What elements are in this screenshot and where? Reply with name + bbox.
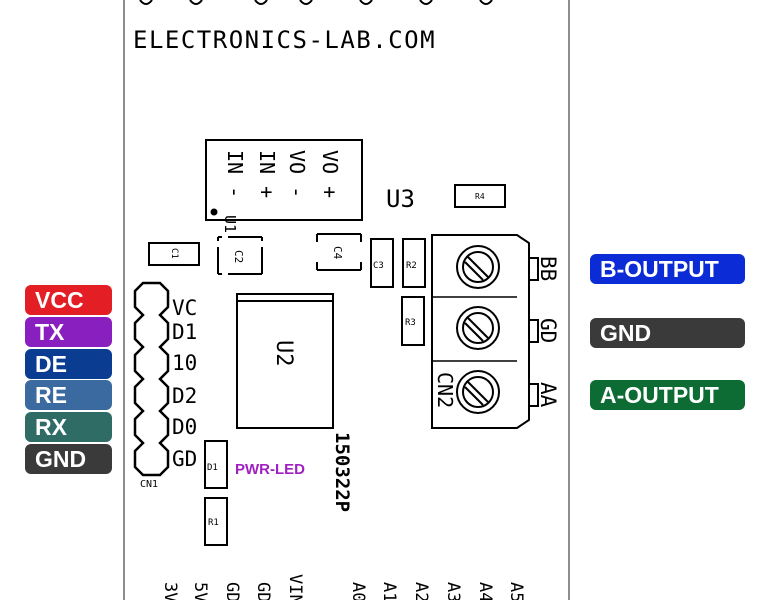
- u1-pin-in-minus: IN -: [223, 150, 247, 198]
- c1-ref: C1: [169, 248, 179, 259]
- cn2-terminal: CN2 BB GD AA: [431, 234, 560, 429]
- cn1-header: CN1 VC D1 10 D2 D0 GD: [133, 281, 197, 490]
- bottom-pin-5v: 5V: [190, 582, 210, 600]
- screw-gnd: [456, 306, 500, 350]
- top-header-pads: [139, 0, 493, 5]
- screw-b: [456, 245, 500, 289]
- r3-resistor: R3: [401, 296, 425, 346]
- cn2-pin-bb: BB: [536, 256, 560, 281]
- bottom-header-labels: 3V 5V GD GD VIN A0 A1 A2 A3 A4 A5: [160, 574, 526, 600]
- u3-ref: U3: [386, 185, 415, 213]
- legend-re: RE: [25, 380, 112, 410]
- brand-text: ELECTRONICS-LAB.COM: [133, 26, 436, 54]
- cn2-pin-gd: GD: [536, 318, 560, 343]
- bottom-pin-a0: A0: [348, 582, 368, 600]
- cn1-pin-vc: VC: [172, 296, 197, 320]
- legend-a-output: A-OUTPUT: [590, 380, 745, 410]
- r3-ref: R3: [405, 318, 416, 328]
- c3-ref: C3: [373, 261, 384, 271]
- cn1-pin-d1: D1: [172, 320, 197, 344]
- legend-b-output: B-OUTPUT: [590, 254, 745, 284]
- c4-ref: C4: [331, 246, 344, 260]
- screw-a: [456, 370, 500, 414]
- legend-vcc: VCC: [25, 285, 112, 315]
- u1-pin-in-plus: IN +: [255, 150, 279, 198]
- d1-led: D1: [204, 440, 228, 489]
- r2-ref: R2: [406, 261, 417, 271]
- u2-chip: U2: [236, 293, 334, 429]
- c3-capacitor: C3: [370, 238, 394, 288]
- cn1-pin-10: 10: [172, 351, 197, 375]
- u1-ref: U1: [221, 215, 239, 233]
- cn1-pin-d0: D0: [172, 415, 197, 439]
- c2-ref: C2: [232, 250, 245, 263]
- r2-resistor: R2: [402, 238, 426, 288]
- bottom-pin-3v: 3V: [160, 582, 180, 600]
- pwr-led-label: PWR-LED: [235, 461, 305, 478]
- bottom-pin-a4: A4: [475, 582, 495, 600]
- bottom-pin-a5: A5: [506, 582, 526, 600]
- cn1-pin-d2: D2: [172, 384, 197, 408]
- bottom-pin-a2: A2: [411, 582, 431, 600]
- r4-ref: R4: [475, 192, 485, 201]
- u2-ref: U2: [271, 340, 296, 367]
- bottom-pin-a3: A3: [443, 582, 463, 600]
- cn1-ref: CN1: [140, 479, 158, 490]
- cn2-ref: CN2: [433, 372, 457, 408]
- bottom-pin-vin: VIN: [285, 574, 305, 600]
- legend-de: DE: [25, 349, 112, 379]
- bottom-pin-gd2: GD: [253, 582, 273, 600]
- legend-rx: RX: [25, 412, 112, 442]
- u1-module: U1 IN - IN + VO - VO +: [205, 139, 363, 233]
- legend-tx: TX: [25, 317, 112, 347]
- d1-ref: D1: [207, 463, 218, 473]
- date-code: 150322P: [331, 432, 353, 512]
- bottom-pin-a1: A1: [379, 582, 399, 600]
- cn2-pin-aa: AA: [536, 382, 560, 408]
- r1-resistor: R1: [204, 497, 228, 546]
- r4-resistor: R4: [454, 184, 506, 208]
- c1-capacitor: C1: [148, 242, 200, 266]
- legend-gnd: GND: [25, 444, 112, 474]
- r1-ref: R1: [208, 518, 219, 528]
- bottom-pin-gd1: GD: [222, 582, 242, 600]
- u1-pin-vo-plus: VO +: [318, 150, 342, 198]
- u1-pin-vo-minus: VO -: [285, 150, 309, 198]
- legend-output-gnd: GND: [590, 318, 745, 348]
- c2-capacitor: C2: [217, 236, 263, 275]
- c4-capacitor: C4: [316, 233, 362, 271]
- cn1-pin-gd: GD: [172, 447, 197, 471]
